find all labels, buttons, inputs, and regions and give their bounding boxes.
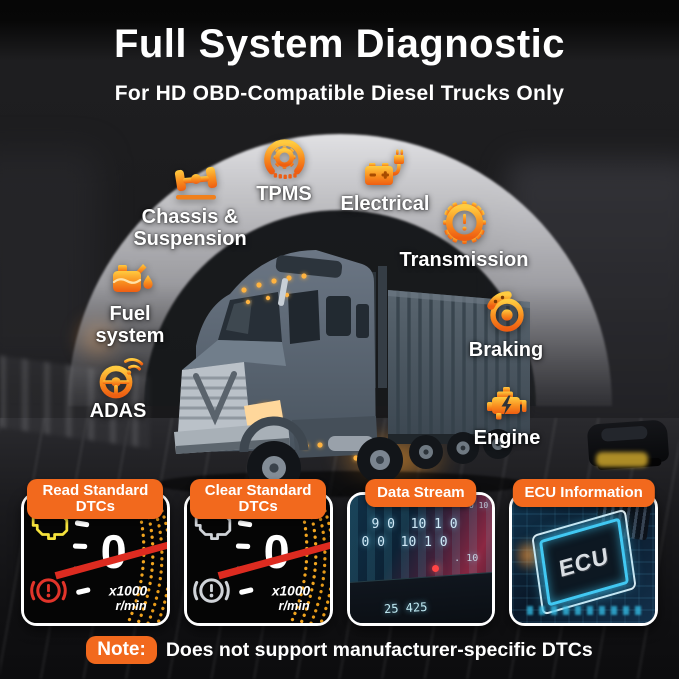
feature-cards-row: Read Standard DTCs [21, 479, 658, 626]
keyboard-silhouette [349, 571, 493, 623]
binary-row: 25 425 [383, 599, 428, 617]
brake-disc-icon [487, 291, 524, 332]
card-badge-ecu-information: ECU Information [512, 479, 655, 508]
note-text: Does not support manufacturer-specific D… [165, 638, 593, 661]
system-engine [484, 380, 532, 428]
footnote: Note: Does not support manufacturer-spec… [0, 636, 679, 664]
tire-pressure-icon [264, 139, 305, 180]
system-transmission [440, 198, 489, 247]
chip-glow-pins [526, 606, 641, 615]
system-electrical [360, 148, 410, 196]
brake-warning-light-off [193, 578, 230, 603]
gear-warning-icon [443, 201, 486, 244]
trailer-wheels [409, 429, 513, 469]
card-clear-dtcs: Clear Standard DTCs [183, 479, 333, 626]
ecu-die: ECU [538, 516, 629, 607]
tach-needle [217, 541, 330, 580]
system-label-engine: Engine [473, 427, 541, 449]
tach-digit: 0 [101, 526, 127, 578]
system-label-adas: ADAS [89, 400, 147, 422]
steering-wheel-signal-icon [99, 358, 144, 399]
brake-warning-light [30, 578, 67, 603]
glow-dot [432, 565, 440, 573]
note-badge: Note: [86, 636, 157, 664]
ecu-chip-label: ECU [556, 540, 611, 582]
system-label-electrical: Electrical [340, 193, 430, 215]
tach-needle [54, 541, 167, 580]
oil-can-drop-icon [112, 264, 153, 292]
tach-digit: 0 [263, 526, 289, 578]
axle-suspension-icon [174, 166, 218, 200]
roof-marker-lights [241, 273, 307, 305]
card-read-dtcs: Read Standard DTCs [21, 479, 170, 626]
page-title: Full System Diagnostic [113, 22, 566, 66]
gauge-multiplier: x1000 [108, 584, 148, 599]
data-stream-photo: 0 10 9 0 10 1 0 0 0 10 1 0 . 10 25 425 [349, 495, 493, 623]
system-label-chassis-suspension: Chassis & Suspension [133, 206, 247, 251]
tach-dotted-arc [126, 495, 167, 623]
card-data-stream: Data Stream 0 10 9 0 10 1 0 0 0 10 1 0 .… [346, 479, 496, 626]
engine-bolt-icon [487, 387, 527, 420]
gauge-multiplier: x1000 [271, 584, 311, 599]
card-ecu-information: ECU Information ECU [509, 479, 658, 626]
board-orange-components [516, 535, 543, 575]
card-badge-read-dtcs: Read Standard DTCs [27, 479, 164, 520]
binary-row: 9 0 10 1 0 [371, 517, 458, 532]
binary-row: . 10 [454, 553, 479, 564]
system-chassis-suspension [172, 161, 220, 209]
battery-plug-icon [365, 149, 404, 185]
card-badge-clear-dtcs: Clear Standard DTCs [190, 479, 327, 520]
gauge-unit: r/min [115, 598, 146, 613]
yellow-car [596, 452, 648, 467]
binary-row: 0 0 10 1 0 [361, 535, 448, 550]
system-adas [95, 354, 144, 402]
tach-dotted-arc [288, 495, 330, 623]
system-label-transmission: Transmission [399, 249, 529, 271]
system-label-tpms: TPMS [256, 183, 312, 205]
ecu-chip-photo: ECU [512, 495, 655, 623]
system-label-braking: Braking [468, 339, 544, 361]
system-tpms [261, 134, 308, 181]
page-subtitle: For HD OBD-Compatible Diesel Trucks Only [114, 82, 565, 105]
system-fuel [106, 254, 155, 302]
system-braking [482, 288, 530, 336]
system-label-fuel: Fuel system [95, 303, 165, 348]
semi-truck-photo [156, 250, 530, 497]
card-badge-data-stream: Data Stream [365, 479, 477, 508]
gauge-unit: r/min [278, 598, 309, 613]
